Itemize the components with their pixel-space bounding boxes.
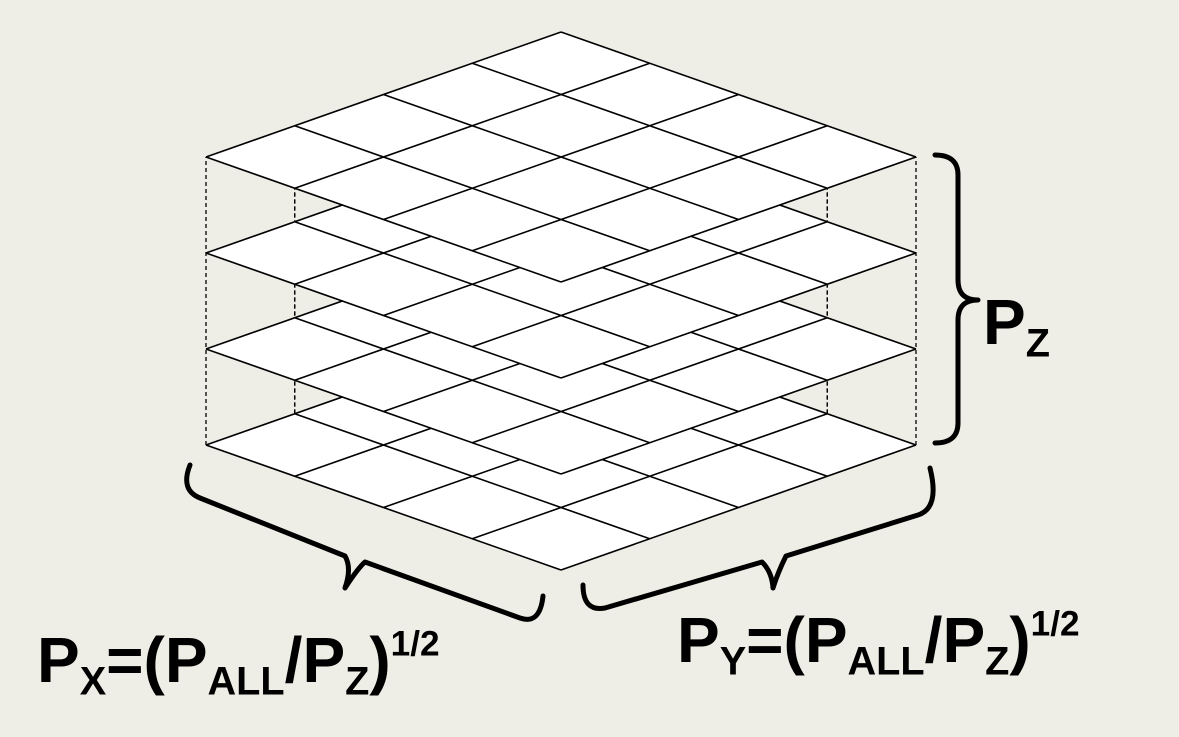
grid-line <box>560 31 917 158</box>
px-formula-label: PX=(PALL/PZ)1/2 <box>37 624 440 704</box>
px-brace <box>184 462 546 622</box>
grid-line <box>205 31 562 158</box>
grid-line <box>294 62 651 190</box>
pz-brace <box>932 152 981 446</box>
pz-label: PZ <box>983 286 1050 366</box>
layer-plane <box>205 31 917 283</box>
py-brace <box>580 465 936 612</box>
layer-planes <box>205 31 917 571</box>
grid-line <box>471 62 828 190</box>
py-formula-label: PY=(PALL/PZ)1/2 <box>677 604 1080 684</box>
grid-line <box>383 93 739 221</box>
